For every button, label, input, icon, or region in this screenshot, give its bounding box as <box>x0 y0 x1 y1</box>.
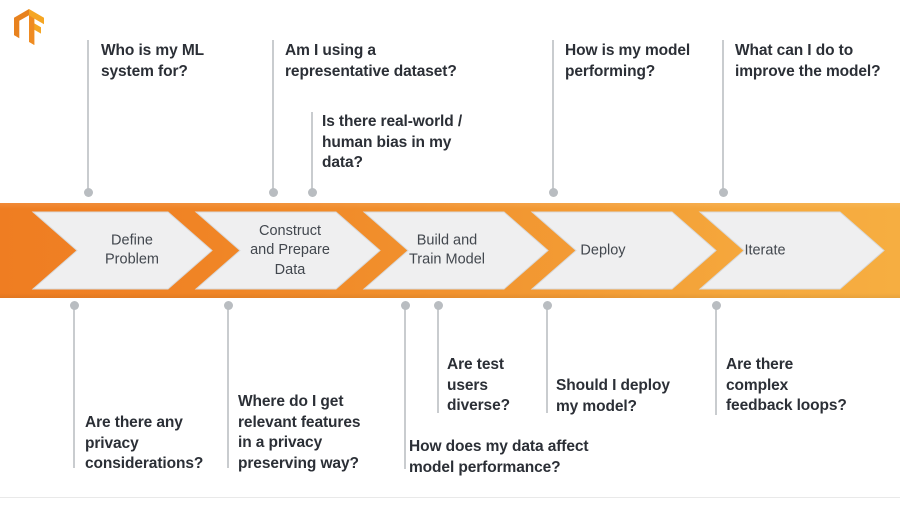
chevron-build-train-model <box>362 211 549 290</box>
connector-dot <box>711 301 721 310</box>
question-privacy-considerations: Are there any privacy considerations? <box>85 414 204 473</box>
question-who-is-my-ml-system-for: Who is my ML system for? <box>101 42 204 80</box>
connector-dot <box>268 188 278 197</box>
question-improve-the-model: What can I do to improve the model? <box>735 42 881 80</box>
connector-dot <box>548 188 558 197</box>
question-complex-feedback-loops: Are there complex feedback loops? <box>726 356 847 415</box>
connector-dot <box>542 301 552 310</box>
stage-label-construct-prepare-data: Construct and Prepare Data <box>250 223 330 278</box>
connector-who-is-my-ml-system-for <box>83 40 93 197</box>
connector-complex-feedback-loops <box>711 301 721 415</box>
connector-how-is-my-model-performing <box>548 40 558 197</box>
question-test-users-diverse: Are test users diverse? <box>447 356 510 415</box>
connector-privacy-considerations <box>69 301 79 468</box>
question-how-is-my-model-performing: How is my model performing? <box>565 42 691 80</box>
tensorflow-logo-icon <box>14 9 44 45</box>
connector-representative-dataset <box>268 40 278 197</box>
stage-label-define-problem: Define Problem <box>105 232 159 268</box>
chevron-construct-prepare-data <box>194 211 381 290</box>
chevron-deploy <box>530 211 717 290</box>
workflow-chevron-group <box>31 211 885 290</box>
connector-dot <box>83 188 93 197</box>
chevron-define-problem <box>31 211 213 290</box>
stage-label-deploy: Deploy <box>580 242 626 259</box>
chevron-iterate <box>698 211 885 290</box>
question-representative-dataset: Am I using a representative dataset? <box>285 42 457 80</box>
question-relevant-features-privacy: Where do I get relevant features in a pr… <box>238 393 361 472</box>
connector-relevant-features-privacy <box>223 301 233 468</box>
connector-real-world-human-bias <box>307 112 317 197</box>
question-real-world-human-bias: Is there real-world / human bias in my d… <box>322 113 463 172</box>
question-data-affect-model-performance: How does my data affect model performanc… <box>409 438 589 476</box>
connector-dot <box>433 301 443 310</box>
ml-workflow-banner: Define Problem Construct and Prepare Dat… <box>0 203 900 298</box>
connector-dot <box>307 188 317 197</box>
connector-should-i-deploy-my-model <box>542 301 552 413</box>
stage-label-build-train-model: Build and Train Model <box>408 232 486 268</box>
connector-dot <box>400 301 410 310</box>
connector-data-affect-model-performance <box>400 301 410 469</box>
connector-dot <box>223 301 233 310</box>
connector-dot <box>718 188 728 197</box>
connector-dot <box>69 301 79 310</box>
connector-test-users-diverse <box>433 301 443 413</box>
question-should-i-deploy-my-model: Should I deploy my model? <box>556 377 670 415</box>
connector-improve-the-model <box>718 40 728 197</box>
bottom-divider <box>0 497 900 498</box>
stage-label-iterate: Iterate <box>744 242 786 259</box>
